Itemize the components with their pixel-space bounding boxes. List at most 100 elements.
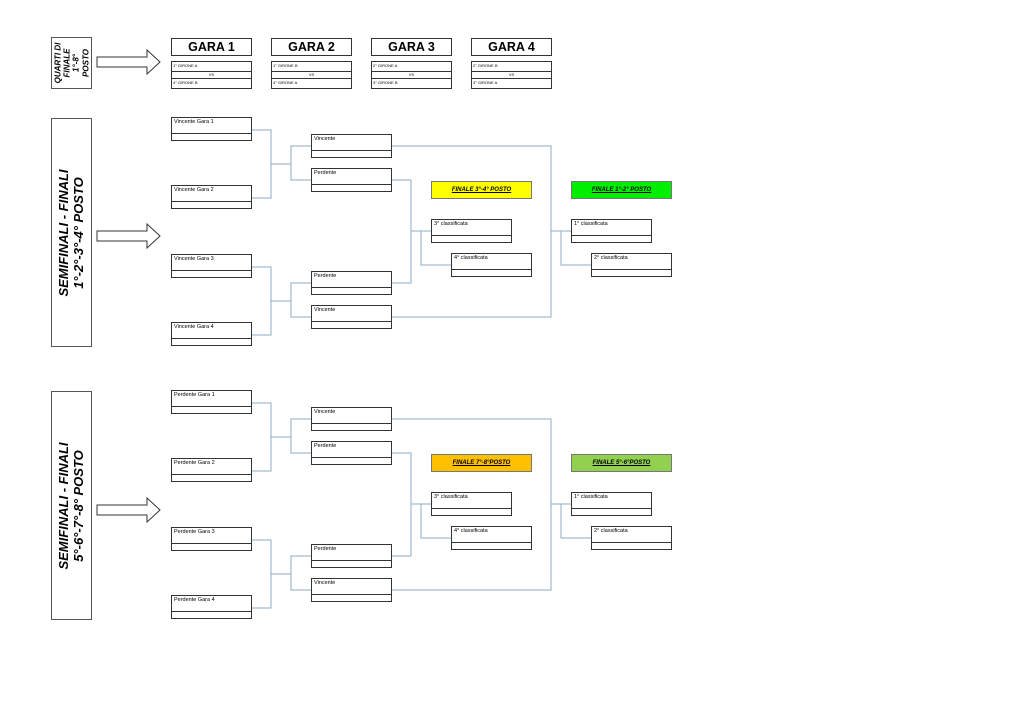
- final-place-slot[interactable]: 3° classificata: [431, 219, 512, 243]
- final-1-2-title: FINALE 1°-2° POSTO: [571, 181, 672, 199]
- arrow-right-icon: [96, 497, 161, 523]
- quarter-final-label: QUARTI DI FINALE 1°-8° POSTO: [51, 37, 92, 89]
- entry-slot[interactable]: Perdente Gara 2: [171, 458, 252, 482]
- final-place-line: [432, 508, 511, 509]
- gara-1-separator: [172, 78, 251, 79]
- entry-line: [172, 270, 251, 271]
- final-place-slot[interactable]: 2° classificata: [591, 253, 672, 277]
- entry-label: Perdente Gara 4: [174, 597, 215, 603]
- final-place-slot[interactable]: 1° classificata: [571, 219, 652, 243]
- entry-label: Vincente Gara 2: [174, 187, 214, 193]
- final-place-slot[interactable]: 4° classificata: [451, 526, 532, 550]
- semi-line: [312, 457, 391, 458]
- entry-line: [172, 474, 251, 475]
- gara-1-top-team: 1° GIRONE A: [173, 63, 198, 68]
- semi-slot[interactable]: Perdente: [311, 441, 392, 465]
- gara-3-vs: VS: [408, 72, 415, 77]
- semi-slot[interactable]: Vincente: [311, 578, 392, 602]
- entry-label: Vincente Gara 3: [174, 256, 214, 262]
- gara-4-top-team: 2° GIRONE B: [473, 63, 498, 68]
- gara-2-separator: [272, 78, 351, 79]
- final-place-slot[interactable]: 2° classificata: [591, 526, 672, 550]
- semi-label: Perdente: [314, 443, 337, 449]
- semi-label: Vincente: [314, 580, 336, 586]
- semi-slot[interactable]: Vincente: [311, 305, 392, 329]
- final-place-slot[interactable]: 1° classificata: [571, 492, 652, 516]
- gara-4-card[interactable]: 2° GIRONE B VS 3° GIRONE A: [471, 61, 552, 89]
- section-1-label-line-2: 1°-2°-3°-4° POSTO: [70, 176, 86, 289]
- gara-1-vs: VS: [208, 72, 215, 77]
- entry-line: [172, 406, 251, 407]
- semi-line: [312, 423, 391, 424]
- entry-slot[interactable]: Perdente Gara 3: [171, 527, 252, 551]
- gara-4-bottom-team: 3° GIRONE A: [473, 80, 498, 85]
- section-2-label-line-2: 5°-6°-7°-8° POSTO: [70, 449, 86, 562]
- section-1-label: SEMIFINALI - FINALI 1°-2°-3°-4° POSTO: [51, 118, 92, 347]
- final-place-slot[interactable]: 4° classificata: [451, 253, 532, 277]
- semi-label: Perdente: [314, 273, 337, 279]
- final-place-line: [572, 235, 651, 236]
- semi-slot[interactable]: Perdente: [311, 168, 392, 192]
- gara-2-bottom-team: 4° GIRONE A: [273, 80, 298, 85]
- entry-slot[interactable]: Vincente Gara 2: [171, 185, 252, 209]
- gara-1-card[interactable]: 1° GIRONE A VS 4° GIRONE B: [171, 61, 252, 89]
- arrow-right-icon: [96, 49, 161, 75]
- entry-label: Perdente Gara 1: [174, 392, 215, 398]
- final-place-line: [592, 542, 671, 543]
- final-place-label: 1° classificata: [574, 494, 608, 500]
- gara-3-separator: [372, 78, 451, 79]
- semi-line: [312, 560, 391, 561]
- gara-3-bottom-team: 3° GIRONE B: [373, 80, 398, 85]
- entry-slot[interactable]: Vincente Gara 4: [171, 322, 252, 346]
- gara-1-title: GARA 1: [171, 38, 252, 56]
- final-place-label: 3° classificata: [434, 221, 468, 227]
- gara-2-separator: [272, 71, 351, 72]
- semi-label: Vincente: [314, 136, 336, 142]
- final-place-label: 4° classificata: [454, 255, 488, 261]
- gara-3-title: GARA 3: [371, 38, 452, 56]
- semi-slot[interactable]: Perdente: [311, 271, 392, 295]
- entry-line: [172, 201, 251, 202]
- gara-2-top-team: 1° GIRONE B: [273, 63, 298, 68]
- arrow-right-icon: [96, 223, 161, 249]
- semi-line: [312, 594, 391, 595]
- gara-4-title: GARA 4: [471, 38, 552, 56]
- entry-line: [172, 611, 251, 612]
- gara-2-title: GARA 2: [271, 38, 352, 56]
- semi-line: [312, 287, 391, 288]
- entry-slot[interactable]: Perdente Gara 1: [171, 390, 252, 414]
- gara-1-bottom-team: 4° GIRONE B: [173, 80, 198, 85]
- section-2-label: SEMIFINALI - FINALI 5°-6°-7°-8° POSTO: [51, 391, 92, 620]
- entry-slot[interactable]: Perdente Gara 4: [171, 595, 252, 619]
- section-2-label-line-1: SEMIFINALI - FINALI: [55, 441, 71, 570]
- gara-2-card[interactable]: 1° GIRONE B VS 4° GIRONE A: [271, 61, 352, 89]
- entry-line: [172, 338, 251, 339]
- gara-3-top-team: 2° GIRONE A: [373, 63, 398, 68]
- semi-label: Perdente: [314, 170, 337, 176]
- semi-line: [312, 150, 391, 151]
- semi-slot[interactable]: Vincente: [311, 134, 392, 158]
- entry-slot[interactable]: Vincente Gara 3: [171, 254, 252, 278]
- gara-3-separator: [372, 71, 451, 72]
- final-place-label: 2° classificata: [594, 528, 628, 534]
- final-place-line: [432, 235, 511, 236]
- gara-3-card[interactable]: 2° GIRONE A VS 3° GIRONE B: [371, 61, 452, 89]
- entry-slot[interactable]: Vincente Gara 1: [171, 117, 252, 141]
- final-place-line: [452, 542, 531, 543]
- gara-4-separator: [472, 71, 551, 72]
- gara-1-separator: [172, 71, 251, 72]
- entry-label: Perdente Gara 3: [174, 529, 215, 535]
- semi-slot[interactable]: Vincente: [311, 407, 392, 431]
- semi-line: [312, 184, 391, 185]
- entry-line: [172, 133, 251, 134]
- semi-label: Vincente: [314, 409, 336, 415]
- final-place-line: [452, 269, 531, 270]
- final-place-label: 1° classificata: [574, 221, 608, 227]
- final-place-label: 4° classificata: [454, 528, 488, 534]
- final-place-slot[interactable]: 3° classificata: [431, 492, 512, 516]
- final-3-4-title: FINALE 3°-4° POSTO: [431, 181, 532, 199]
- semi-slot[interactable]: Perdente: [311, 544, 392, 568]
- gara-2-vs: VS: [308, 72, 315, 77]
- semi-label: Vincente: [314, 307, 336, 313]
- entry-line: [172, 543, 251, 544]
